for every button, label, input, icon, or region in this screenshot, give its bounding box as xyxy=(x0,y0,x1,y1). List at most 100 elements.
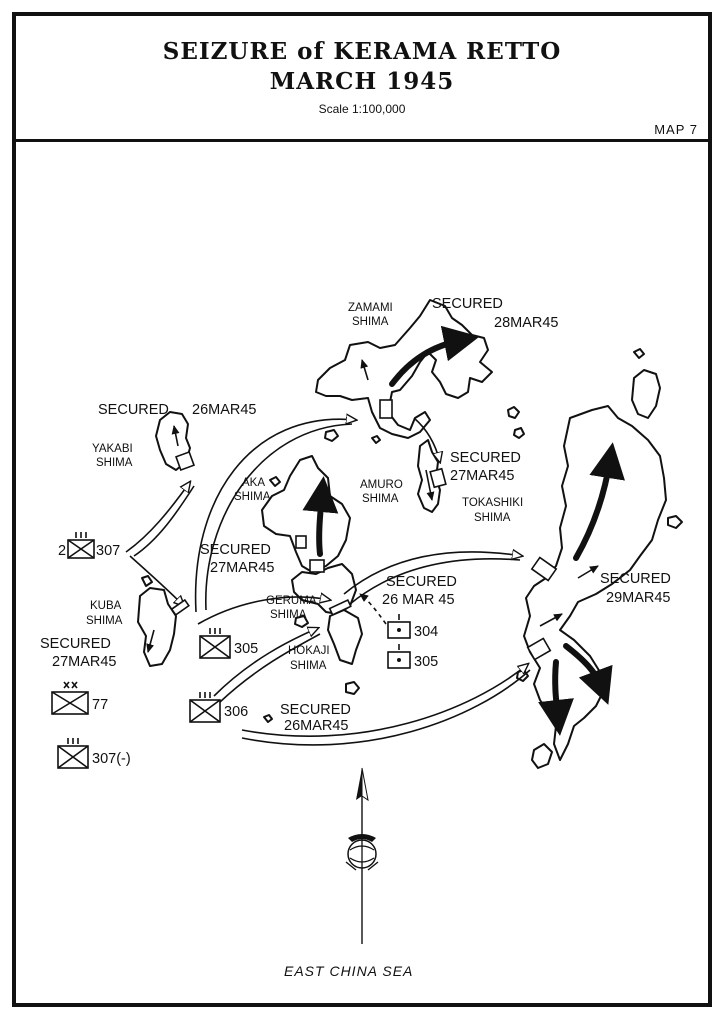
secured-kuba-date: 27MAR45 xyxy=(52,654,116,670)
label-amuro: AMURO xyxy=(360,479,403,491)
map-header: SEIZURE of KERAMA RETTO MARCH 1945 Scale… xyxy=(16,16,708,142)
islet xyxy=(513,427,525,439)
islet xyxy=(507,406,520,419)
unit-label-307-minus: 307(-) xyxy=(92,751,131,767)
unit-label-304: 304 xyxy=(414,624,438,640)
landing-box-zamami xyxy=(379,399,393,419)
unit-symbol-304 xyxy=(387,614,411,639)
assault-arrow-307-to-yakabi-inner xyxy=(133,485,195,557)
unit-symbol-305-b xyxy=(387,644,411,669)
advance-arrow-tokashiki-north xyxy=(573,442,625,561)
label-geruma-shima: SHIMA xyxy=(270,609,307,621)
unit-symbol-307 xyxy=(67,532,95,559)
unit-label-307: 307 xyxy=(96,543,120,559)
map-number: MAP 7 xyxy=(654,122,698,137)
islet xyxy=(294,615,309,628)
unit-label-306: 306 xyxy=(224,704,248,720)
landing-box-kuba xyxy=(170,598,190,616)
label-yakabi: YAKABI xyxy=(92,443,133,455)
secured-amuro-date: 27MAR45 xyxy=(450,468,514,484)
secured-amuro: SECURED xyxy=(450,450,521,466)
assault-arrow-307-to-kuba xyxy=(129,555,184,606)
secured-kuba: SECURED xyxy=(40,636,111,652)
secured-aka-date: 27MAR45 xyxy=(210,560,274,576)
assault-arrow-306 xyxy=(213,628,318,697)
advance-arrow-aka xyxy=(302,476,339,557)
assault-arrow-to-tokashiki-inner xyxy=(349,558,521,605)
islet xyxy=(324,429,339,442)
label-kuba: KUBA xyxy=(90,600,122,612)
unit-label-305-b: 305 xyxy=(414,654,438,670)
secured-south-date: 26MAR45 xyxy=(284,718,348,734)
unit-symbol-77 xyxy=(51,681,89,715)
islet xyxy=(141,575,153,587)
secured-geruma-date: 26 MAR 45 xyxy=(382,592,455,608)
islet xyxy=(531,743,553,769)
landing-box-aka-w xyxy=(295,535,307,549)
landing-box-tokashiki-s xyxy=(526,637,552,661)
islet xyxy=(269,476,281,487)
secured-tokashiki: SECURED xyxy=(600,571,671,587)
islet xyxy=(631,369,661,419)
label-yakabi-shima: SHIMA xyxy=(96,457,133,469)
unit-label-305: 305 xyxy=(234,641,258,657)
label-geruma: GERUMA xyxy=(266,595,317,607)
islet xyxy=(345,681,360,695)
label-kuba-shima: SHIMA xyxy=(86,615,123,627)
secured-tokashiki-date: 29MAR45 xyxy=(606,590,670,606)
assault-arrow-south-inner xyxy=(241,669,531,746)
assault-arrow-to-zamami xyxy=(194,419,356,613)
advance-arrow-tokashiki-sw xyxy=(538,659,574,736)
label-tokashiki-shima: SHIMA xyxy=(474,512,511,524)
landing-box-tokashiki-n xyxy=(530,556,558,582)
assault-arrow-south xyxy=(241,664,528,737)
advance-arrow-small xyxy=(577,565,599,579)
label-amuro-shima: SHIMA xyxy=(362,493,399,505)
assault-arrow-zamami-amuro xyxy=(413,417,440,462)
secured-aka: SECURED xyxy=(200,542,271,558)
unit-symbol-307-minus xyxy=(57,738,89,769)
hokaji-shima-island xyxy=(327,609,363,665)
label-hokaji: HOKAJI xyxy=(288,645,330,657)
map-frame: SEIZURE of KERAMA RETTO MARCH 1945 Scale… xyxy=(12,12,712,1007)
advance-arrow-zamami xyxy=(389,325,480,387)
advance-arrow-kuba xyxy=(146,629,155,653)
secured-yakabi: SECURED xyxy=(98,402,169,418)
landing-box-geruma xyxy=(328,598,352,616)
advance-arrow-zamami-small xyxy=(360,359,369,381)
secured-zamami: SECURED xyxy=(432,296,503,312)
secured-yakabi-date: 26MAR45 xyxy=(192,402,256,418)
unit-label-77: 77 xyxy=(92,697,108,713)
unit-label-307-prefix: 2 xyxy=(58,543,66,559)
islet xyxy=(667,515,683,529)
landing-box-yakabi xyxy=(175,451,195,471)
advance-arrow-yakabi xyxy=(171,425,180,447)
unit-symbol-305 xyxy=(199,628,231,659)
label-tokashiki: TOKASHIKI xyxy=(462,497,523,509)
kuba-shima-island xyxy=(137,587,177,667)
unit-symbol-306 xyxy=(189,692,221,723)
assault-arrow-to-zamami-inner xyxy=(205,423,353,611)
advance-arrow-tokashiki-south xyxy=(563,643,613,705)
islet xyxy=(371,435,381,444)
secured-south: SECURED xyxy=(280,702,351,718)
map-subtitle: MARCH 1945 xyxy=(269,68,455,95)
label-hokaji-shima: SHIMA xyxy=(290,660,327,672)
aka-shima-island xyxy=(261,455,351,573)
advance-arrow-amuro xyxy=(425,469,435,501)
assault-arrow-307-to-yakabi xyxy=(125,482,190,553)
label-aka-shima: SHIMA xyxy=(234,491,271,503)
label-zamami: ZAMAMI xyxy=(348,302,393,314)
assault-arrow-to-geruma xyxy=(197,597,330,625)
sea-label: EAST CHINA SEA xyxy=(284,963,413,979)
landing-box-aka xyxy=(309,559,325,573)
secured-zamami-date: 28MAR45 xyxy=(494,315,558,331)
assault-arrow-to-tokashiki xyxy=(343,552,522,595)
map-title: SEIZURE of KERAMA RETTO xyxy=(162,38,562,65)
landing-box-amuro xyxy=(429,467,447,489)
advance-arrow-small xyxy=(539,613,563,627)
islet xyxy=(633,348,645,359)
assault-arrow-306-inner xyxy=(219,633,321,703)
label-zamami-shima: SHIMA xyxy=(352,316,389,328)
